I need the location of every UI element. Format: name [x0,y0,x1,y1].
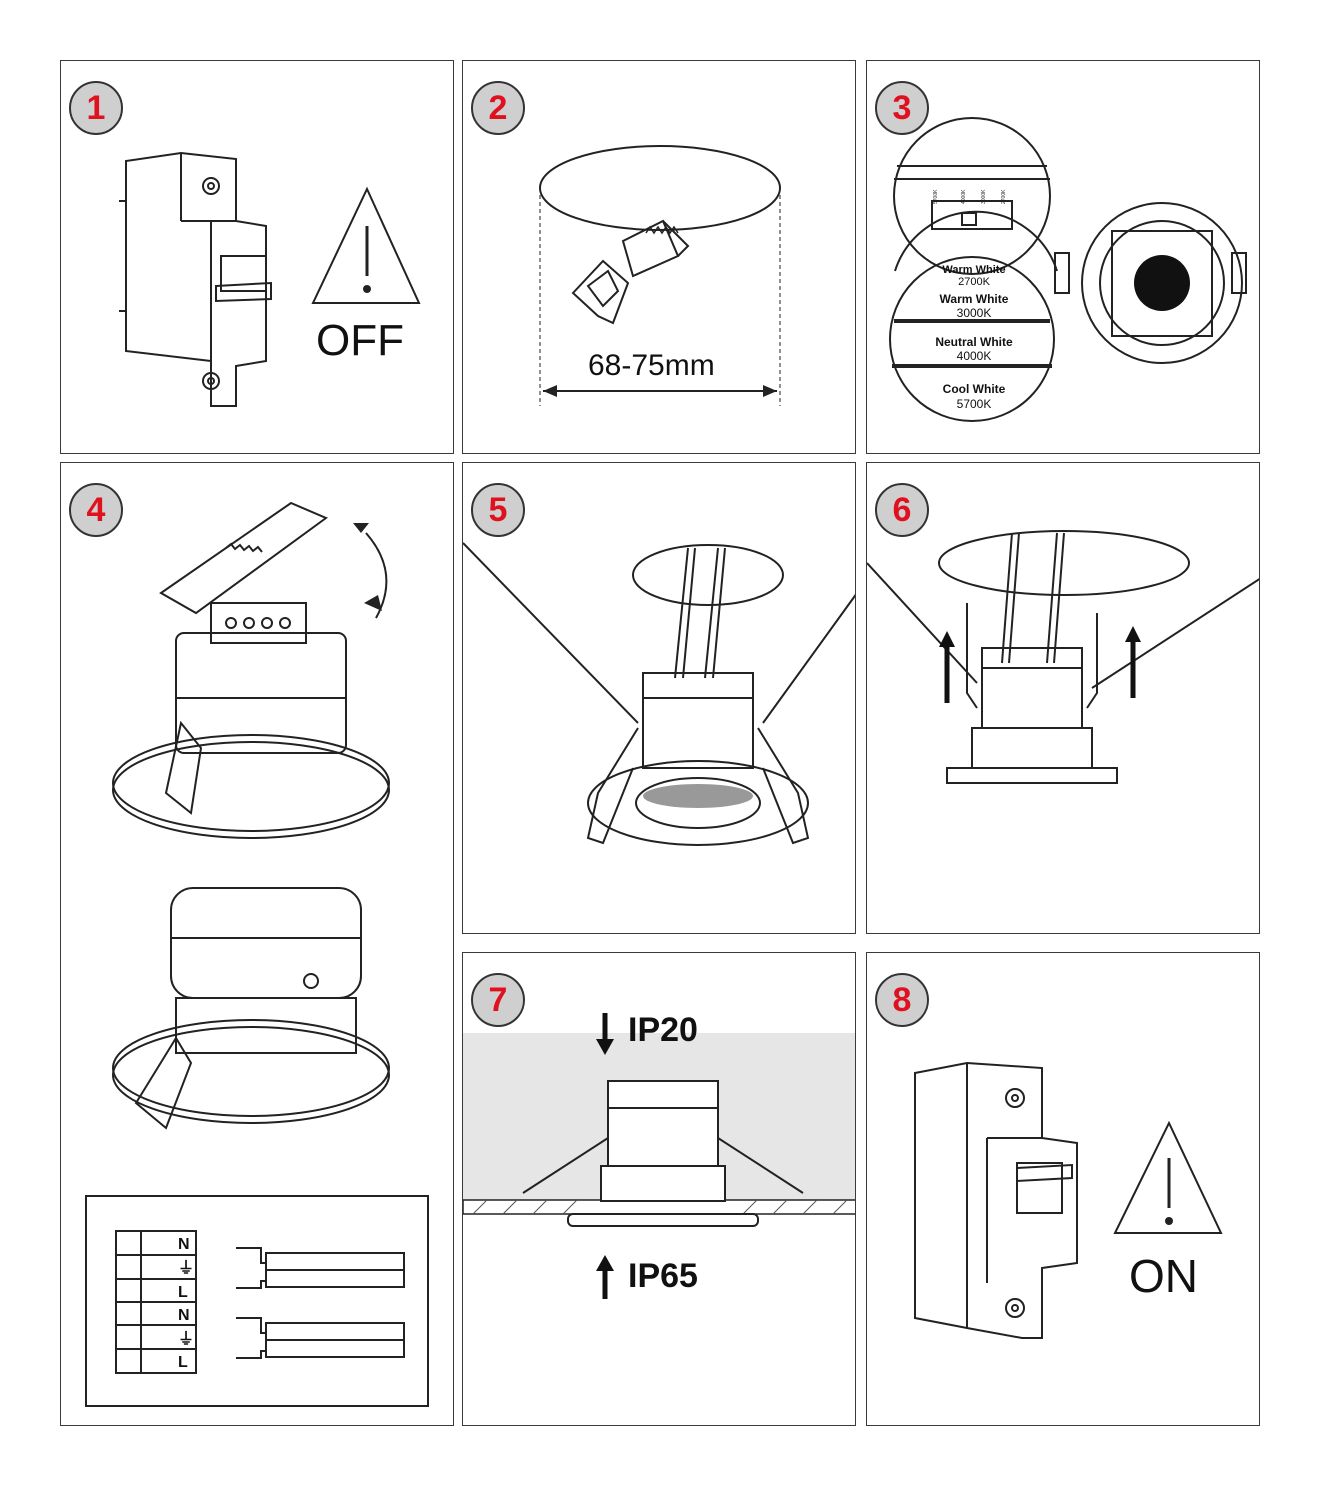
option-name: Warm White [942,264,1005,276]
ip-rating-illustration [463,1013,855,1299]
step-4-panel: 4 [60,462,454,1426]
dial-label: 3000K [981,189,987,204]
option-name: Neutral White [935,335,1013,349]
step-number-badge: 8 [875,973,929,1027]
ip20-label: IP20 [628,1011,698,1049]
on-label: ON [1129,1250,1198,1302]
hole-size-label: 68-75mm [588,349,715,382]
step-8-panel: 8 ON [866,952,1260,1426]
step-number-badge: 7 [471,973,525,1027]
insert-fitting-illustration [463,542,855,846]
step-number-badge: 4 [69,483,123,537]
option-temp: 2700K [958,276,990,288]
option-temp: 3000K [957,306,992,320]
terminal-label: N [178,1307,190,1324]
step-7-panel: 7 IP20 IP65 [462,952,856,1426]
option-name: Cool White [943,382,1006,396]
ceiling-hole-saw-illustration [539,145,781,406]
step-number-badge: 3 [875,81,929,135]
step-3-panel: 3 5700K 4000K 3000K 2700K Warm White [866,60,1260,454]
warning-triangle-icon [311,186,421,304]
dial-label: 4000K [961,189,967,204]
wiring-connection-illustration: N ⏚ L N ⏚ L [85,501,429,1407]
step-number-badge: 2 [471,81,525,135]
step-number-badge: 6 [875,483,929,537]
terminal-label: ⏚ [178,1330,194,1348]
option-temp: 5700K [957,397,992,411]
step-2-panel: 2 68-75mm [462,60,856,454]
dial-label: 2700K [1001,189,1007,204]
off-label: OFF [316,316,404,365]
warning-triangle-icon [1113,1120,1223,1234]
option-name: Warm White [940,292,1009,306]
ip65-label: IP65 [628,1257,698,1295]
color-temperature-selector-illustration: 5700K 4000K 3000K 2700K Warm White 2700K… [889,117,1247,422]
dial-label: 5700K [933,189,939,204]
terminal-label: L [178,1284,188,1301]
circuit-breaker-on-illustration [914,1061,1078,1339]
step-number-badge: 5 [471,483,525,537]
terminal-label: L [178,1354,188,1371]
option-temp: 4000K [957,349,992,363]
step-number-badge: 1 [69,81,123,135]
step-6-panel: 6 [866,462,1260,934]
push-into-ceiling-illustration [867,530,1259,784]
step-5-panel: 5 [462,462,856,934]
terminal-label: N [178,1236,190,1253]
step-1-panel: 1 OFF [60,60,454,454]
terminal-label: ⏚ [178,1259,194,1277]
circuit-breaker-off-illustration [119,151,272,407]
